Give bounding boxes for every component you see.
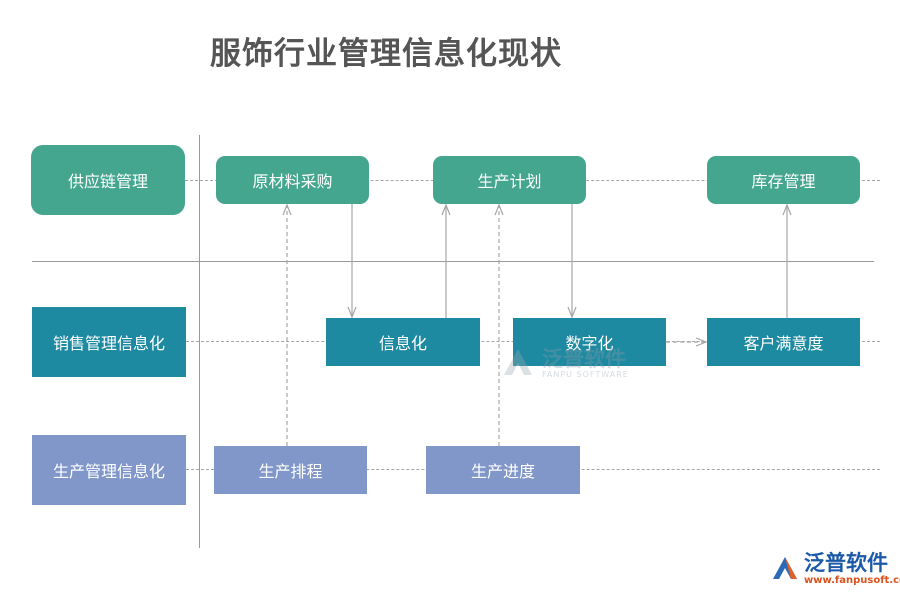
watermark: 泛普软件 FANPU SOFTWARE — [500, 345, 629, 381]
node-satisfaction[interactable]: 客户满意度 — [707, 318, 860, 366]
node-inventory[interactable]: 库存管理 — [707, 156, 860, 204]
node-production-plan[interactable]: 生产计划 — [433, 156, 586, 204]
node-informatization-label: 信息化 — [378, 334, 427, 353]
node-scheduling[interactable]: 生产排程 — [214, 446, 367, 494]
node-inventory-label: 库存管理 — [751, 172, 816, 191]
watermark-en: FANPU SOFTWARE — [542, 369, 629, 379]
category-supply-chain[interactable]: 供应链管理 — [31, 145, 185, 215]
watermark-logo-icon — [504, 349, 532, 375]
node-digitization-label: 数字化 — [565, 334, 614, 353]
page-title: 服饰行业管理信息化现状 — [210, 36, 562, 72]
node-progress-label: 生产进度 — [470, 462, 535, 481]
category-sales-label: 销售管理信息化 — [52, 334, 165, 353]
brand-logo-url: www.fanpusoft.com — [804, 575, 900, 586]
node-satisfaction-label: 客户满意度 — [743, 334, 824, 353]
node-raw-purchase-label: 原材料采购 — [252, 172, 333, 191]
node-scheduling-label: 生产排程 — [258, 462, 323, 481]
category-production-label: 生产管理信息化 — [52, 462, 165, 481]
node-production-plan-label: 生产计划 — [477, 172, 542, 191]
node-raw-purchase[interactable]: 原材料采购 — [216, 156, 369, 204]
horizontal-divider — [32, 261, 874, 262]
category-production[interactable]: 生产管理信息化 — [32, 435, 186, 505]
category-supply-chain-label: 供应链管理 — [67, 172, 148, 191]
category-sales[interactable]: 销售管理信息化 — [32, 307, 186, 377]
watermark-cn: 泛普软件 — [542, 346, 626, 371]
node-informatization[interactable]: 信息化 — [326, 318, 480, 366]
brand-logo-cn: 泛普软件 — [804, 551, 888, 575]
brand-logo-icon — [773, 557, 797, 579]
node-progress[interactable]: 生产进度 — [426, 446, 580, 494]
brand-logo[interactable]: 泛普软件 www.fanpusoft.com — [770, 552, 900, 586]
node-digitization[interactable]: 数字化 — [513, 318, 666, 366]
